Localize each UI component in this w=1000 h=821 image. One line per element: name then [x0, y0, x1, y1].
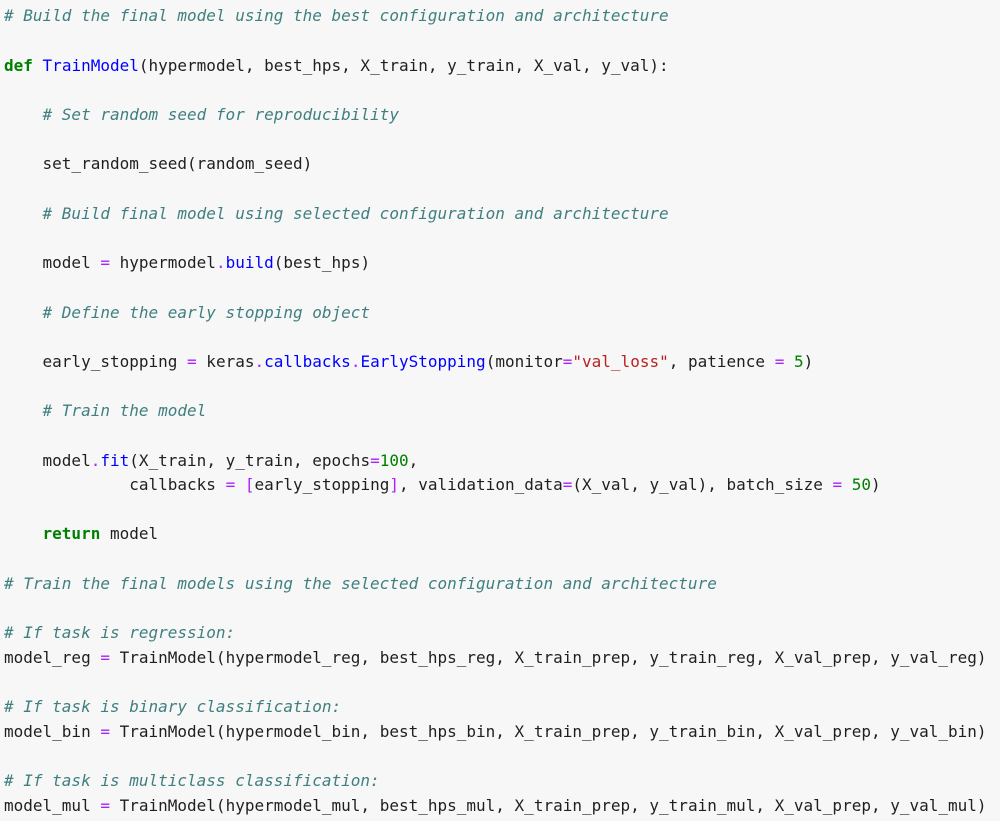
function-name: TrainModel [42, 56, 139, 75]
code-text: , [408, 451, 419, 470]
code-text: hypermodel [109, 253, 216, 272]
code-line: callbacks = [early_stopping], validation… [4, 474, 881, 496]
code-operator: = [370, 451, 380, 470]
code-text: model_bin [4, 722, 101, 741]
code-text [4, 401, 43, 420]
code-operator: [ [244, 475, 255, 494]
code-line: model_bin = TrainModel(hypermodel_bin, b… [4, 721, 987, 743]
code-comment: # If task is multiclass classification: [4, 771, 380, 790]
code-line: set_random_seed(random_seed) [4, 153, 313, 175]
code-text [235, 475, 245, 494]
code-text: (monitor [485, 352, 563, 371]
code-operator: = [832, 475, 843, 494]
code-comment: # Define the early stopping object [42, 303, 371, 322]
code-comment: # If task is binary classification: [4, 697, 342, 716]
code-text: model_mul [4, 796, 101, 815]
code-comment: # Train the model [42, 401, 207, 420]
code-text: (X_train, y_train, epochs [129, 451, 371, 470]
code-text: model [4, 451, 91, 470]
code-keyword: return [42, 524, 101, 543]
code-line: # If task is multiclass classification: [4, 770, 380, 792]
code-attribute: EarlyStopping [360, 352, 486, 371]
code-comment: # Build final model using selected confi… [42, 204, 669, 223]
code-operator: = [225, 475, 236, 494]
code-text: TrainModel(hypermodel_reg, best_hps_reg,… [109, 648, 987, 667]
code-line: def TrainModel(hypermodel, best_hps, X_t… [4, 55, 669, 77]
code-number: 5 [793, 352, 804, 371]
code-operator: = [562, 352, 573, 371]
code-line: model_reg = TrainModel(hypermodel_reg, b… [4, 647, 987, 669]
code-text: (best_hps) [273, 253, 371, 272]
code-operator: = [187, 352, 197, 371]
code-comment: # Build the final model using the best c… [4, 6, 669, 25]
code-text: model [4, 253, 101, 272]
code-text: (X_val, y_val), batch_size [572, 475, 833, 494]
code-operator: = [100, 722, 110, 741]
code-text [4, 204, 43, 223]
code-line: # If task is binary classification: [4, 696, 341, 718]
code-line: # Define the early stopping object [4, 302, 371, 324]
code-operator: . [254, 352, 265, 371]
code-text: set_random_seed(random_seed) [4, 154, 313, 173]
code-line: # If task is regression: [4, 622, 235, 644]
code-text [33, 56, 43, 75]
code-line: # Build the final model using the best c… [4, 5, 669, 27]
code-text: , validation_data [398, 475, 563, 494]
code-text [784, 352, 794, 371]
code-text [4, 303, 43, 322]
code-line: model = hypermodel.build(best_hps) [4, 252, 371, 274]
code-operator: = [100, 648, 110, 667]
code-text: model_reg [4, 648, 101, 667]
code-text: callbacks [4, 475, 226, 494]
code-operator: . [350, 352, 361, 371]
code-comment: # If task is regression: [4, 623, 236, 642]
code-text: model [100, 524, 159, 543]
code-line: # Build final model using selected confi… [4, 203, 669, 225]
code-text: TrainModel(hypermodel_mul, best_hps_mul,… [109, 796, 987, 815]
code-operator: = [774, 352, 785, 371]
code-operator: ] [389, 475, 399, 494]
code-text: , patience [668, 352, 775, 371]
code-operator: . [90, 451, 101, 470]
code-text: (hypermodel, best_hps, X_train, y_train,… [138, 56, 669, 75]
code-string: "val_loss" [572, 352, 669, 371]
code-text: TrainModel(hypermodel_bin, best_hps_bin,… [109, 722, 987, 741]
code-text [842, 475, 852, 494]
code-text: early_stopping [4, 352, 188, 371]
code-operator: . [215, 253, 226, 272]
code-comment: # Set random seed for reproducibility [42, 105, 399, 124]
code-text [4, 524, 43, 543]
code-line: model_mul = TrainModel(hypermodel_mul, b… [4, 795, 987, 817]
code-line: early_stopping = keras.callbacks.EarlySt… [4, 351, 814, 373]
code-operator: = [100, 253, 110, 272]
code-operator: = [562, 475, 573, 494]
code-line: model.fit(X_train, y_train, epochs=100, [4, 450, 419, 472]
code-attribute: build [225, 253, 274, 272]
code-operator: = [100, 796, 110, 815]
code-number: 100 [379, 451, 409, 470]
code-text: ) [871, 475, 881, 494]
code-text: ) [803, 352, 814, 371]
code-comment: # Train the final models using the selec… [4, 574, 717, 593]
code-number: 50 [851, 475, 872, 494]
code-line: return model [4, 523, 159, 545]
code-line: # Set random seed for reproducibility [4, 104, 399, 126]
code-attribute: fit [100, 451, 130, 470]
code-attribute: callbacks [264, 352, 351, 371]
code-text: early_stopping [254, 475, 390, 494]
code-text: keras [196, 352, 255, 371]
code-line: # Train the model [4, 400, 207, 422]
code-line: # Train the final models using the selec… [4, 573, 717, 595]
code-keyword: def [4, 56, 33, 75]
code-text [4, 105, 43, 124]
